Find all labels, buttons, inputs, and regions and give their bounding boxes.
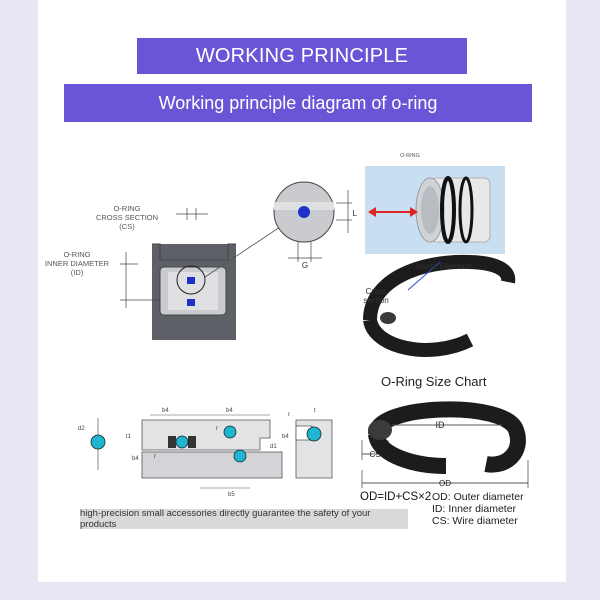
red-arrow bbox=[368, 207, 418, 217]
size-chart-title: O-Ring Size Chart bbox=[381, 374, 487, 389]
oring-photo-panel bbox=[363, 166, 516, 357]
bottom-caption: high-precision small accessories directl… bbox=[80, 508, 408, 530]
gland-body bbox=[152, 243, 236, 340]
cs-label: CS bbox=[369, 450, 380, 459]
dim-b5: b5 bbox=[228, 492, 235, 498]
dim-r-3: r bbox=[288, 412, 290, 418]
dim-l-label: L bbox=[353, 209, 358, 218]
page-subtitle: Working principle diagram of o-ring bbox=[64, 84, 532, 122]
zoom-circle bbox=[273, 181, 335, 243]
page-title: WORKING PRINCIPLE bbox=[137, 38, 467, 74]
photo-top-label: O-RING bbox=[400, 153, 420, 159]
groove-diagrams: d2 b4 b4 t1 d1 r r b4 r t b4 b5 bbox=[78, 408, 333, 498]
dim-r-2: r bbox=[216, 426, 218, 432]
magnify-ring-small bbox=[176, 265, 206, 295]
size-chart-legend: OD: Outer diameter ID: Inner diameter CS… bbox=[432, 491, 524, 527]
od-label: OD bbox=[439, 479, 451, 488]
cross-section-label-line1: O-RING bbox=[113, 204, 141, 213]
id-label: ID bbox=[436, 420, 446, 430]
oring-mark-top bbox=[187, 277, 195, 284]
face-groove bbox=[295, 419, 333, 479]
photo-cross-section-line2: section bbox=[363, 296, 389, 305]
cross-section-label: O-RING CROSS SECTION (CS) bbox=[82, 204, 172, 231]
inner-diameter-label-line2: INNER DIAMETER bbox=[44, 259, 110, 268]
inner-diameter-label-line1: O-RING bbox=[63, 250, 91, 259]
dim-r-1: r bbox=[154, 454, 156, 460]
dim-b4-3: b4 bbox=[282, 434, 289, 440]
oring-section-standalone bbox=[90, 418, 106, 470]
legend-cs: CS: Wire diameter bbox=[432, 515, 518, 527]
cross-section-label-line2: CROSS SECTION bbox=[95, 213, 159, 222]
cross-section-label-line3: (CS) bbox=[119, 222, 135, 231]
legend-id: ID: Inner diameter bbox=[432, 503, 517, 515]
inner-diameter-label: O-RING INNER DIAMETER (ID) bbox=[32, 250, 122, 277]
zoom-leader-line bbox=[204, 222, 287, 278]
dim-b4-1: b4 bbox=[162, 408, 169, 414]
photo-cross-section-line1: Cross bbox=[365, 287, 387, 296]
black-oring-3d bbox=[368, 401, 526, 474]
dim-d2: d2 bbox=[78, 426, 85, 432]
od-formula: OD=ID+CS×2 bbox=[360, 491, 432, 503]
black-oring-photo bbox=[363, 254, 516, 357]
legend-od: OD: Outer diameter bbox=[432, 491, 524, 503]
dim-g-label: G bbox=[302, 261, 308, 270]
oring-size-chart-diagram: ID CS OD bbox=[361, 401, 529, 488]
oring-mark-bottom bbox=[187, 299, 195, 306]
dim-t: t bbox=[314, 408, 316, 414]
inner-diameter-label-line3: (ID) bbox=[70, 268, 84, 277]
shaft-photo bbox=[415, 176, 491, 244]
rod-gland bbox=[141, 414, 283, 489]
dim-d1: d1 bbox=[270, 444, 277, 450]
dim-b4-4: b4 bbox=[132, 456, 139, 462]
dim-b4-2: b4 bbox=[226, 408, 233, 414]
oring-cross-section-diagram: L G bbox=[120, 181, 358, 340]
inside-diameter-label: Inside Diameter bbox=[415, 262, 473, 271]
dim-t1: t1 bbox=[126, 434, 132, 440]
photo-cross-section-label: Cross section bbox=[356, 287, 396, 305]
